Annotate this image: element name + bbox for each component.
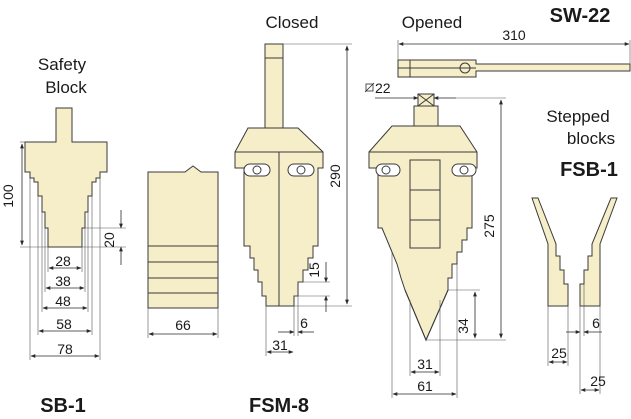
fsm8-dim-step: 15 <box>306 262 322 278</box>
model-code: SW-22 <box>550 5 611 27</box>
sb-dim-step: 20 <box>101 232 117 248</box>
sb-dim-w3: 48 <box>55 293 71 309</box>
closed-label: Closed <box>266 13 319 32</box>
sb-dim-height: 100 <box>0 184 16 208</box>
sb-dim-w2: 38 <box>55 273 71 289</box>
stepped-title-line2: blocks <box>567 129 615 148</box>
stepped-dim-w1: 25 <box>551 345 567 361</box>
fsm8-dim-tip: 6 <box>300 315 308 331</box>
safety-block-group: Safety Block 100 20 28 38 48 58 7 <box>0 55 126 417</box>
fsm8-closed-group: Closed 290 15 6 31 FSM-8 <box>234 13 352 417</box>
sb-dim-w4: 58 <box>56 316 72 332</box>
opened-group: Opened SW-22 310 22 275 <box>364 5 631 398</box>
safety-block-code: SB-1 <box>40 395 86 417</box>
fsm8-dim-base: 31 <box>272 337 288 353</box>
opened-label: Opened <box>402 13 463 32</box>
opened-center-wedge <box>409 159 441 249</box>
fsm8-side-block <box>147 165 219 309</box>
stepped-block-left <box>531 197 569 307</box>
opened-left-slot <box>375 163 401 177</box>
sb-dim-w5: 78 <box>57 341 73 357</box>
fsm8-code: FSM-8 <box>249 395 309 417</box>
closed-rod <box>264 43 284 129</box>
fsm8-side-view: 66 <box>147 165 219 338</box>
stepped-title-line1: Stepped <box>546 107 609 126</box>
opened-dim-length: 310 <box>502 27 526 43</box>
stepped-dim-w2: 25 <box>590 373 606 389</box>
closed-left-slot <box>243 163 271 177</box>
opened-dim-tip: 34 <box>455 318 471 334</box>
safety-block-title-line2: Block <box>45 78 87 97</box>
opened-dim-base-inner: 31 <box>417 356 433 372</box>
safety-block-shape <box>24 107 108 248</box>
opened-nut <box>413 105 439 127</box>
sw22-wrench <box>397 59 631 78</box>
safety-block-title-line1: Safety <box>38 55 87 74</box>
sb-dim-w1: 28 <box>55 253 71 269</box>
square-drive-icon <box>365 83 374 92</box>
closed-right-slot <box>287 163 315 177</box>
opened-dim-diameter: 22 <box>375 80 391 96</box>
stepped-dim-step: 6 <box>592 315 600 331</box>
opened-dim-height: 275 <box>481 214 497 238</box>
opened-right-slot <box>451 163 477 177</box>
fsm8-dim-side-width: 66 <box>175 317 191 333</box>
stepped-code: FSB-1 <box>560 159 618 181</box>
stepped-blocks-group: Stepped blocks FSB-1 6 25 25 <box>531 107 618 394</box>
fsm8-dim-height: 290 <box>327 164 343 188</box>
opened-dim-base-outer: 61 <box>417 378 433 394</box>
stepped-block-right <box>579 197 618 307</box>
